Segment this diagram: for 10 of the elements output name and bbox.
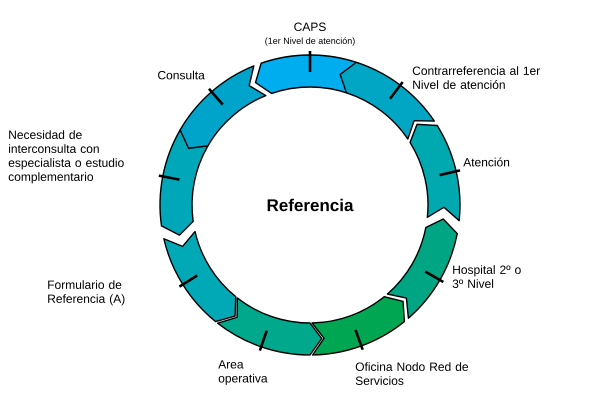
segment-label: CAPS (1er Nivel de atención) [265,22,355,46]
segment-label: Consulta [158,70,205,80]
segment-label: Hospital 2º o 3º Nivel [452,265,521,288]
segment-label: Oficina Nodo Red de Servicios [356,362,468,385]
center-title: Referencia [268,198,354,212]
segment-label: Atención [463,158,510,166]
segment-label: Contrarreferencia al 1er Nivel de atención [412,66,540,89]
segment-label: Area operativa [218,360,268,385]
segment-label: Formulario de Referencia (A) [48,280,124,306]
segment-label: Necesidad de interconsulta con especialista o estudio complementario [8,130,124,184]
